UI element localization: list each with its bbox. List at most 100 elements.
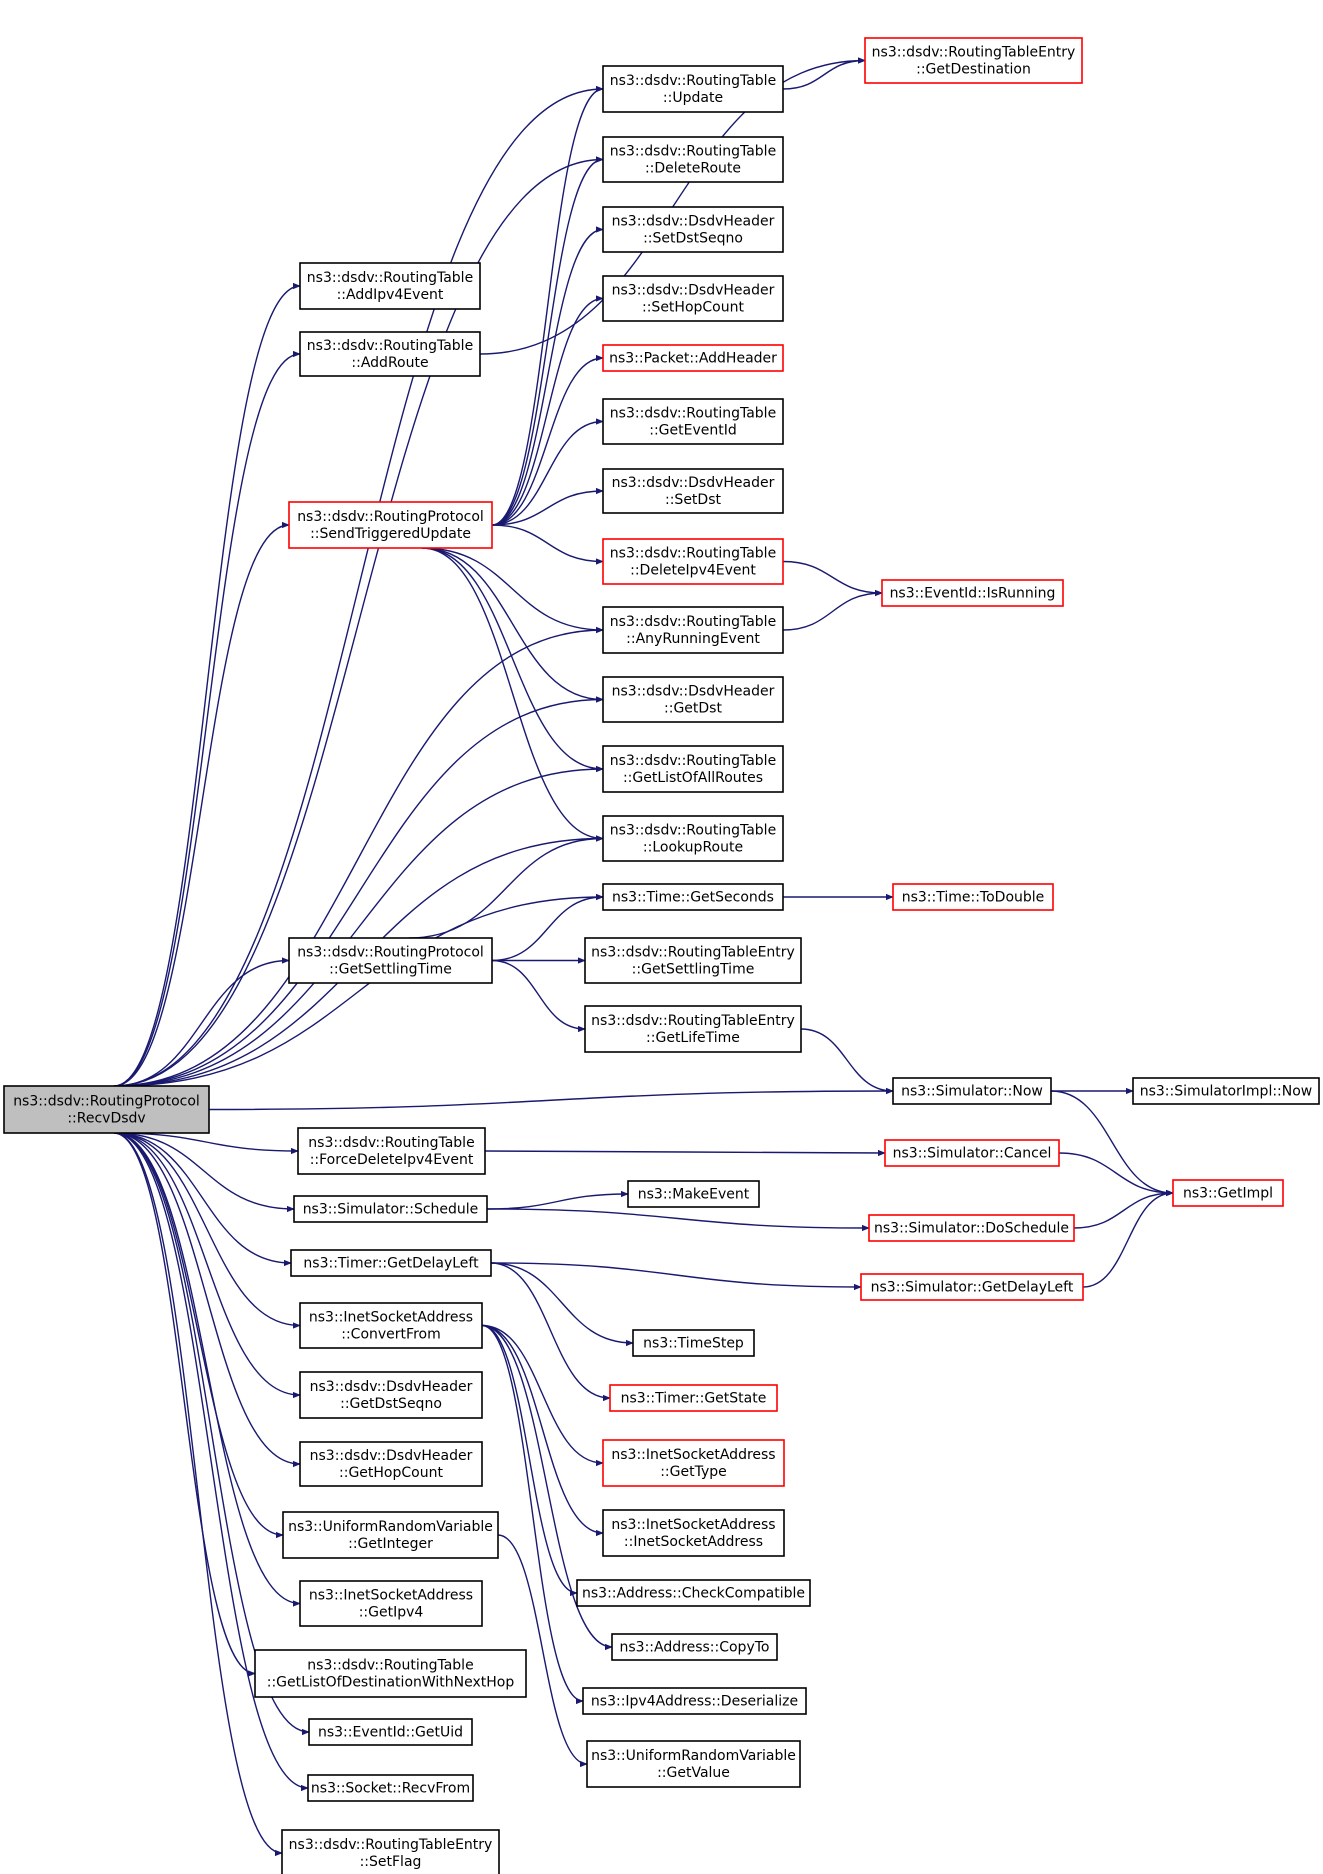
node-rp-sendtriggeredupdate[interactable]: ns3::dsdv::RoutingProtocol::SendTriggere… — [288, 501, 493, 549]
node-rte-getlifetime[interactable]: ns3::dsdv::RoutingTableEntry::GetLifeTim… — [584, 1005, 802, 1053]
node-addr-checkcompatible[interactable]: ns3::Address::CheckCompatible — [576, 1579, 811, 1607]
node-isa-gettype[interactable]: ns3::InetSocketAddress::GetType — [602, 1439, 785, 1487]
edge-recvdsdv-to-rt-addipv4event — [113, 282, 301, 1087]
node-eventid-isrunning[interactable]: ns3::EventId::IsRunning — [881, 579, 1064, 607]
node-label: ns3::dsdv::RoutingProtocol — [297, 509, 484, 525]
node-dh-setdst[interactable]: ns3::dsdv::DsdvHeader::SetDst — [602, 468, 784, 514]
node-box — [892, 1077, 1052, 1105]
node-label: ::GetSettlingTime — [632, 962, 755, 978]
node-box — [632, 1329, 755, 1357]
node-label: ns3::Time::GetSeconds — [612, 890, 774, 906]
node-label: ns3::dsdv::DsdvHeader — [612, 475, 775, 491]
node-label: ns3::Simulator::GetDelayLeft — [871, 1280, 1074, 1296]
edge-sim-cancel-to-getimpl — [1058, 1152, 1174, 1197]
node-rt-anyrunningevent[interactable]: ns3::dsdv::RoutingTable::AnyRunningEvent — [602, 606, 784, 654]
node-rt-getlistofdestwithnexthop[interactable]: ns3::dsdv::RoutingTable::GetListOfDestin… — [254, 1649, 527, 1698]
node-label: ns3::dsdv::DsdvHeader — [612, 684, 775, 700]
node-box — [299, 1580, 483, 1627]
node-box — [602, 344, 784, 372]
edge-rp-sendtriggeredupdate-to-dh-getdst — [421, 547, 604, 703]
node-sim-cancel[interactable]: ns3::Simulator::Cancel — [884, 1139, 1060, 1167]
edge-isa-convertfrom-to-addr-copyto — [481, 1324, 613, 1651]
node-timer-getdelayleft[interactable]: ns3::Timer::GetDelayLeft — [290, 1249, 492, 1277]
node-label: ::GetLifeTime — [646, 1030, 740, 1046]
edge-recvdsdv-to-rt-update — [113, 85, 604, 1087]
node-rt-deleteipv4event[interactable]: ns3::dsdv::RoutingTable::DeleteIpv4Event — [602, 538, 784, 585]
edge-isa-convertfrom-to-isa-gettype — [481, 1324, 604, 1467]
node-getimpl[interactable]: ns3::GetImpl — [1172, 1179, 1284, 1207]
node-box — [602, 745, 784, 793]
node-recvdsdv[interactable]: ns3::dsdv::RoutingProtocol::RecvDsdv — [3, 1085, 210, 1134]
edge-rp-sendtriggeredupdate-to-rt-getlistofallroutes — [421, 547, 604, 773]
node-isa-ctor[interactable]: ns3::InetSocketAddress::InetSocketAddres… — [602, 1509, 785, 1557]
node-dh-getdst[interactable]: ns3::dsdv::DsdvHeader::GetDst — [602, 676, 784, 723]
edge-recvdsdv-to-socket-recvfrom — [113, 1132, 309, 1792]
node-rt-addroute[interactable]: ns3::dsdv::RoutingTable::AddRoute — [299, 331, 481, 377]
node-urv-getvalue[interactable]: ns3::UniformRandomVariable::GetValue — [586, 1740, 801, 1788]
node-rte-getsettlingtime[interactable]: ns3::dsdv::RoutingTableEntry::GetSettlin… — [584, 937, 802, 984]
node-eventid-getuid[interactable]: ns3::EventId::GetUid — [308, 1718, 473, 1746]
node-label: ns3::dsdv::RoutingProtocol — [13, 1094, 200, 1110]
node-box — [602, 1439, 785, 1487]
node-label: ::GetHopCount — [339, 1465, 443, 1481]
node-label: ns3::Socket::RecvFrom — [311, 1781, 470, 1797]
node-label: ns3::dsdv::RoutingTable — [307, 1658, 473, 1674]
node-box — [611, 1633, 778, 1661]
node-isa-getipv4[interactable]: ns3::InetSocketAddress::GetIpv4 — [299, 1580, 483, 1627]
node-label: ::GetDst — [664, 701, 722, 717]
node-label: ns3::dsdv::DsdvHeader — [612, 283, 775, 299]
node-sim-getdelayleft[interactable]: ns3::Simulator::GetDelayLeft — [860, 1273, 1084, 1301]
node-time-todouble[interactable]: ns3::Time::ToDouble — [892, 883, 1054, 911]
node-label: ::SetDst — [665, 492, 721, 508]
edge-recvdsdv-to-rt-getlistofdestwithnexthop — [113, 1132, 256, 1677]
node-socket-recvfrom[interactable]: ns3::Socket::RecvFrom — [307, 1774, 474, 1802]
node-label: ::GetType — [660, 1464, 727, 1480]
node-label: ::DeleteIpv4Event — [630, 563, 756, 579]
node-box — [297, 1127, 486, 1175]
node-addr-copyto[interactable]: ns3::Address::CopyTo — [611, 1633, 778, 1661]
node-label: ns3::dsdv::RoutingTable — [308, 1135, 474, 1151]
node-timestep[interactable]: ns3::TimeStep — [632, 1329, 755, 1357]
edge-timer-getdelayleft-to-timer-getstate — [490, 1262, 611, 1402]
node-rt-geteventid[interactable]: ns3::dsdv::RoutingTable::GetEventId — [602, 398, 784, 445]
edge-recvdsdv-to-time-getseconds — [113, 893, 604, 1087]
edge-rp-sendtriggeredupdate-to-dh-setdstseqno — [491, 226, 604, 526]
node-ipv4addr-deserialize[interactable]: ns3::Ipv4Address::Deserialize — [582, 1687, 807, 1715]
node-box — [1172, 1179, 1284, 1207]
node-rte-getdestination[interactable]: ns3::dsdv::RoutingTableEntry::GetDestina… — [864, 37, 1083, 84]
node-label: ns3::EventId::IsRunning — [890, 586, 1056, 602]
node-rt-deleteroute[interactable]: ns3::dsdv::RoutingTable::DeleteRoute — [602, 136, 784, 183]
node-dh-sethopcount[interactable]: ns3::dsdv::DsdvHeader::SetHopCount — [602, 275, 784, 322]
node-label: ::AddRoute — [351, 355, 428, 371]
node-urv-getinteger[interactable]: ns3::UniformRandomVariable::GetInteger — [282, 1511, 499, 1559]
node-rt-addipv4event[interactable]: ns3::dsdv::RoutingTable::AddIpv4Event — [299, 262, 481, 310]
edge-rt-anyrunningevent-to-eventid-isrunning — [782, 589, 883, 631]
node-time-getseconds[interactable]: ns3::Time::GetSeconds — [602, 883, 784, 911]
edge-rp-getsettlingtime-to-rt-lookuproute — [408, 835, 604, 939]
node-box — [293, 1195, 488, 1223]
node-sim-schedule[interactable]: ns3::Simulator::Schedule — [293, 1195, 488, 1223]
node-label: ns3::dsdv::RoutingTable — [610, 823, 776, 839]
node-timer-getstate[interactable]: ns3::Timer::GetState — [609, 1384, 778, 1412]
node-rt-update[interactable]: ns3::dsdv::RoutingTable::Update — [602, 65, 784, 113]
node-label: ::GetDstSeqno — [340, 1396, 442, 1412]
node-label: ::ConvertFrom — [341, 1327, 440, 1343]
node-rp-getsettlingtime[interactable]: ns3::dsdv::RoutingProtocol::GetSettlingT… — [288, 937, 493, 984]
edge-recvdsdv-to-dh-getdstseqno — [113, 1132, 301, 1399]
node-rt-getlistofallroutes[interactable]: ns3::dsdv::RoutingTable::GetListOfAllRou… — [602, 745, 784, 793]
node-rt-forcedeleteipv4event[interactable]: ns3::dsdv::RoutingTable::ForceDeleteIpv4… — [297, 1127, 486, 1175]
node-dh-setdstseqno[interactable]: ns3::dsdv::DsdvHeader::SetDstSeqno — [602, 206, 784, 253]
node-sim-doschedule[interactable]: ns3::Simulator::DoSchedule — [868, 1214, 1075, 1242]
node-rt-lookuproute[interactable]: ns3::dsdv::RoutingTable::LookupRoute — [602, 815, 784, 862]
node-dh-getdstseqno[interactable]: ns3::dsdv::DsdvHeader::GetDstSeqno — [299, 1371, 483, 1419]
node-sim-now[interactable]: ns3::Simulator::Now — [892, 1077, 1052, 1105]
node-dh-gethopcount[interactable]: ns3::dsdv::DsdvHeader::GetHopCount — [299, 1441, 483, 1487]
edge-rp-sendtriggeredupdate-to-packet-addheader — [491, 354, 604, 526]
node-makeevent[interactable]: ns3::MakeEvent — [627, 1180, 760, 1208]
node-packet-addheader[interactable]: ns3::Packet::AddHeader — [602, 344, 784, 372]
node-rte-setflag[interactable]: ns3::dsdv::RoutingTableEntry::SetFlag — [281, 1829, 500, 1874]
node-box — [602, 1509, 785, 1557]
node-simimpl-now[interactable]: ns3::SimulatorImpl::Now — [1132, 1077, 1320, 1105]
node-isa-convertfrom[interactable]: ns3::InetSocketAddress::ConvertFrom — [299, 1302, 483, 1349]
edge-recvdsdv-to-eventid-getuid — [113, 1132, 310, 1736]
